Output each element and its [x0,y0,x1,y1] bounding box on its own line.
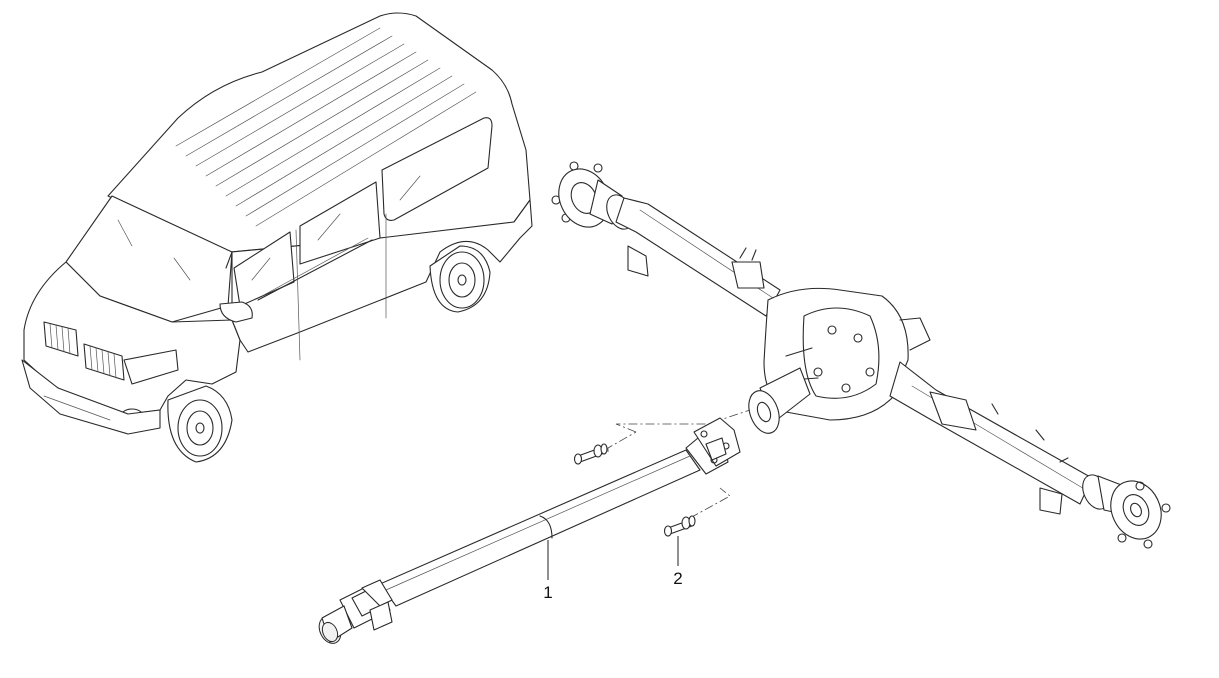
callout-1-label: 1 [543,583,552,602]
differential-housing [748,287,931,434]
callout-2: 2 [673,536,683,588]
bolt-lower [663,515,696,537]
rear-axle-right-hub [1082,474,1171,549]
van-illustration [21,12,533,463]
propeller-shaft [318,417,741,644]
rear-axle-assembly [551,161,1171,549]
van-rear-wheel [429,245,491,313]
assembly-guide-lines [607,409,751,519]
callout-1: 1 [543,540,553,602]
callout-2-label: 2 [673,569,682,588]
bolt-upper [573,443,608,465]
van-front-wheel [167,385,233,463]
